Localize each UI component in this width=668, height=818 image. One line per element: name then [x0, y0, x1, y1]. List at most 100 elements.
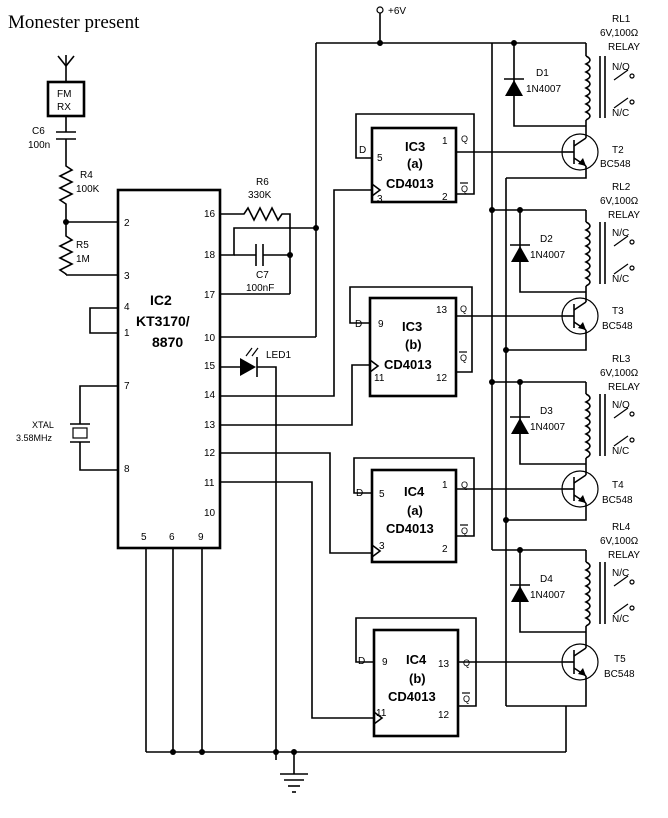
ic2-pin-10: 10: [204, 333, 216, 344]
ic2-pin-1: 1: [124, 328, 130, 339]
ic2-decoder: IC2 KT3170/ 8870 2 3 4 1 7 8 16 18 17 10…: [116, 188, 222, 550]
rl3-spec: 6V,100Ω: [600, 368, 639, 379]
ic2-pin-6: 6: [169, 532, 175, 543]
flipflop-ic4b: IC4 (b) CD4013 9 11 13 12 D Q Q: [355, 617, 562, 738]
ff2-part: CD4013: [384, 357, 432, 372]
rl4-name: RL4: [612, 522, 631, 533]
ff2-pin-q: 13: [436, 305, 448, 316]
ff2-d: D: [355, 319, 362, 330]
ic2-pin-9: 9: [198, 532, 204, 543]
t2-part: BC548: [600, 159, 631, 170]
rl2-spec: 6V,100Ω: [600, 196, 639, 207]
xtal-name: XTAL: [32, 420, 54, 430]
led1-label: LED1: [266, 350, 291, 361]
rl4-spec: 6V,100Ω: [600, 536, 639, 547]
rl2-name: RL2: [612, 182, 631, 193]
ic2-pin-14: 14: [204, 390, 216, 401]
rl1-contact2: N/C: [612, 108, 629, 119]
d1-name: D1: [536, 68, 549, 79]
r4-value: 100K: [76, 184, 100, 195]
ff3-q: Q: [461, 480, 468, 490]
ff1-name: IC3: [405, 139, 425, 154]
d4-name: D4: [540, 574, 553, 585]
ff4-pin-d: 9: [382, 657, 388, 668]
t5-name: T5: [614, 654, 626, 665]
ic2-pin-12: 12: [204, 448, 216, 459]
d4-part: 1N4007: [530, 590, 565, 601]
ic2-pin-10b: 10: [204, 508, 216, 519]
led1: LED1: [220, 347, 291, 760]
ff3-pin-qbar: 2: [442, 544, 448, 555]
ff3-pin-d: 5: [379, 489, 385, 500]
page-title: Monester present: [8, 12, 140, 33]
ic2-pin-8: 8: [124, 464, 130, 475]
d1-part: 1N4007: [526, 84, 561, 95]
crystal-xtal: XTAL 3.58MHz: [16, 385, 118, 471]
rl2-type: RELAY: [608, 210, 640, 221]
ff3-name: IC4: [404, 484, 425, 499]
ff1-part: CD4013: [386, 176, 434, 191]
r6-value: 330K: [248, 190, 272, 201]
ic2-name: IC2: [150, 292, 172, 308]
flipflop-ic3b: IC3 (b) CD4013 9 11 13 12 D Q Q: [349, 286, 562, 398]
ff1-pin-clk: 3: [377, 194, 383, 205]
supply-label: +6V: [388, 6, 406, 17]
ic2-pin-17: 17: [204, 290, 216, 301]
flipflop-ic3a: IC3 (a) CD4013 5 3 1 2 D Q Q: [355, 113, 562, 205]
fm-rx-label-line1: FM: [57, 89, 71, 100]
rl3-name: RL3: [612, 354, 631, 365]
rl4-contact2: N/C: [612, 614, 629, 625]
relay-stage-2: RL2 6V,100Ω RELAY N/C N/C D2 1N4007 T3 B…: [489, 182, 640, 353]
t3-name: T3: [612, 306, 624, 317]
ff1-pin-d: 5: [377, 153, 383, 164]
ff4-qbar: Q: [463, 694, 470, 704]
resistor-r5: R5 1M: [58, 222, 118, 276]
rl1-spec: 6V,100Ω: [600, 28, 639, 39]
ff1-pin-q: 1: [442, 136, 448, 147]
ic2-pin-4: 4: [124, 302, 130, 313]
ff4-section: (b): [409, 671, 426, 686]
ff4-pin-clk: 11: [376, 708, 387, 719]
ground-symbol: [280, 773, 308, 793]
ff3-pin-clk: 3: [379, 541, 385, 552]
resistor-r4: R4 100K: [58, 160, 100, 222]
ff3-pin-q: 1: [442, 480, 448, 491]
ic2-part-line2: 8870: [152, 334, 183, 350]
d2-part: 1N4007: [530, 250, 565, 261]
c7-value: 100nF: [246, 283, 274, 294]
d3-part: 1N4007: [530, 422, 565, 433]
d3-name: D3: [540, 406, 553, 417]
ff4-name: IC4: [406, 652, 427, 667]
ic2-pin-18: 18: [204, 250, 216, 261]
fm-rx-label-line2: RX: [57, 102, 71, 113]
r5-value: 1M: [76, 254, 90, 265]
ic2-pin-5: 5: [141, 532, 147, 543]
ff1-d: D: [359, 145, 366, 156]
r5-name: R5: [76, 240, 89, 251]
rl4-contact1: N/C: [612, 568, 629, 579]
r4-name: R4: [80, 170, 93, 181]
ff3-section: (a): [407, 503, 423, 518]
ic2-pin-11: 11: [204, 478, 215, 489]
c6-name: C6: [32, 126, 45, 137]
xtal-value: 3.58MHz: [16, 433, 53, 443]
rl2-contact1: N/C: [612, 228, 629, 239]
ff1-q: Q: [461, 134, 468, 144]
rl4-type: RELAY: [608, 550, 640, 561]
rl1-type: RELAY: [608, 42, 640, 53]
ff1-section: (a): [407, 156, 423, 171]
rl2-contact2: N/C: [612, 274, 629, 285]
relay-stage-3: RL3 6V,100Ω RELAY N/O N/C D3 1N4007 T4 B…: [489, 354, 640, 523]
ff3-qbar: Q: [461, 526, 468, 536]
ff1-qbar: Q: [461, 184, 468, 194]
ic2-pin-3: 3: [124, 271, 130, 282]
ff2-pin-clk: 11: [374, 373, 385, 384]
capacitor-c7: C7 100nF: [220, 227, 293, 295]
ff2-qbar: Q: [460, 353, 467, 363]
rl3-contact2: N/C: [612, 446, 629, 457]
ic2-part-line1: KT3170/: [136, 313, 190, 329]
ff4-part: CD4013: [388, 689, 436, 704]
r6-name: R6: [256, 177, 269, 188]
ff3-part: CD4013: [386, 521, 434, 536]
